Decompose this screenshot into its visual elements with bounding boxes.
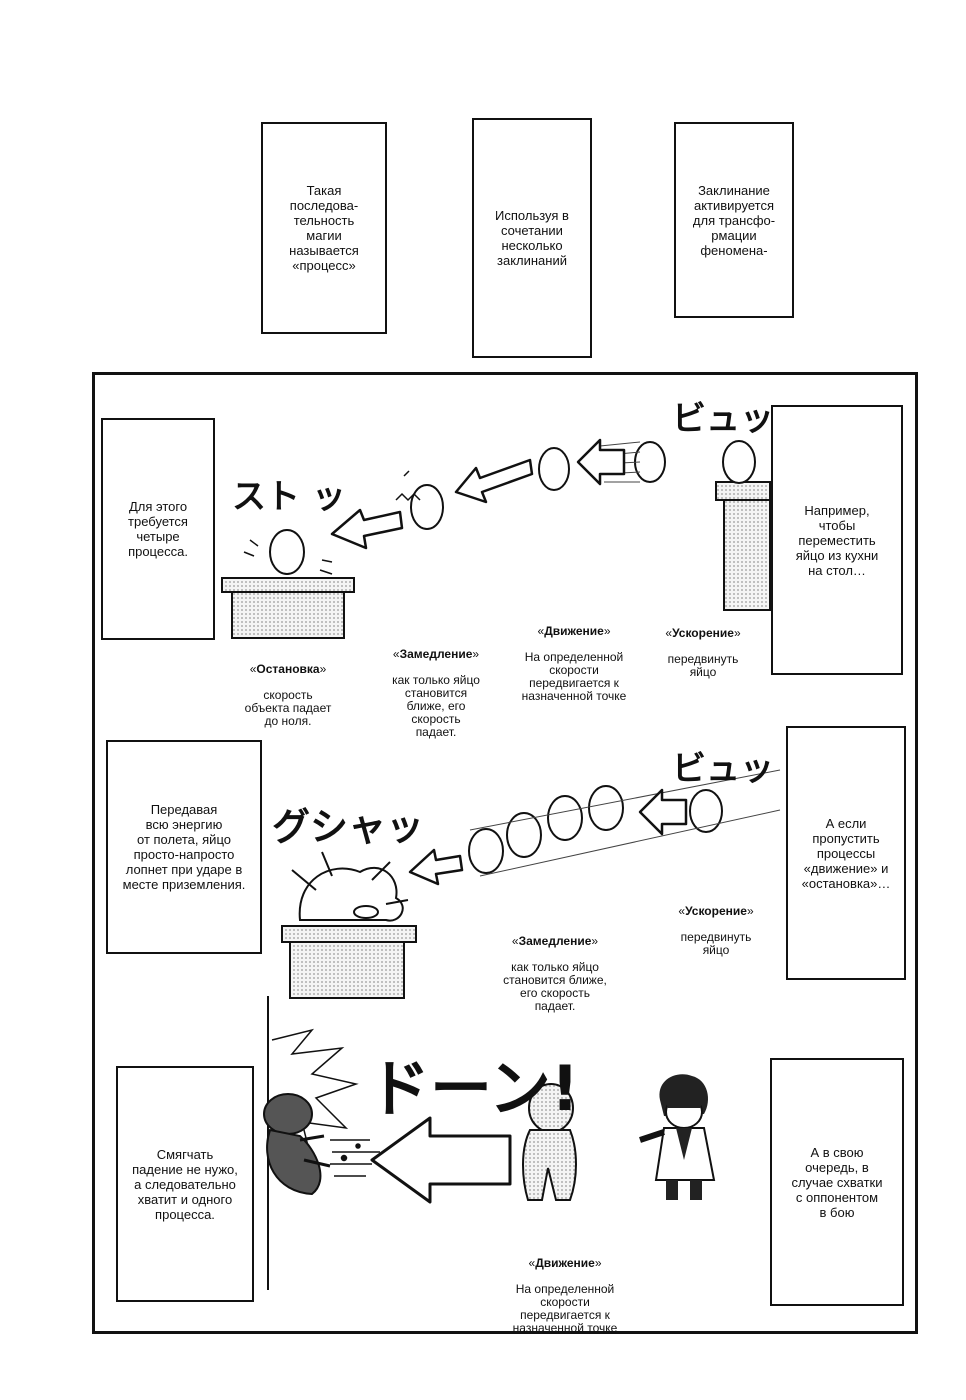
row2-caption-accel: «Ускорение» передвинуть яйцо — [678, 904, 754, 957]
row1-accel-desc: передвинуть яйцо — [667, 652, 739, 679]
row1-sfx-right: ビュッ — [672, 399, 774, 439]
row2-pillar — [281, 925, 417, 999]
row2-accel-label: Ускорение — [685, 904, 747, 918]
row1-left-pillar — [221, 577, 355, 639]
row1-caption-move: «Движение» На определенной скорости пере… — [521, 624, 627, 703]
row1-right-pillar — [715, 481, 771, 611]
row3-caption-move: «Движение» На определенной скорости пере… — [512, 1256, 618, 1335]
row1-arrows — [330, 438, 626, 550]
row1-right-box: Например, чтобы переместить яйцо из кухн… — [771, 405, 903, 675]
row1-stop-desc: скорость объекта падает до ноля. — [244, 688, 332, 728]
row2-sfx-left: グシャッ — [272, 805, 424, 849]
row2-left-box-text: Передавая всю энергию от полета, яйцо пр… — [122, 802, 246, 892]
row1-slow-label: Замедление — [399, 647, 473, 661]
row1-caption-slow: «Замедление» как только яйцо становится … — [392, 647, 480, 739]
row3-arrow — [370, 1116, 512, 1204]
row3-left-box-text: Смягчать падение не нужо, а следовательн… — [132, 1146, 238, 1222]
row3-impact-burst — [271, 1028, 359, 1164]
row1-eggs — [269, 440, 756, 575]
row2-slow-label: Замедление — [518, 934, 592, 948]
top-caption-text-2: Используя в сочетании несколько заклинан… — [495, 208, 569, 268]
row2-broken-egg — [291, 851, 409, 922]
row2-accel-desc: передвинуть яйцо — [680, 930, 752, 957]
row3-move-desc: На определенной скорости передвигается к… — [512, 1282, 618, 1335]
row1-wobble-marks — [243, 470, 421, 575]
top-caption-box-1: Такая последова- тельность магии называе… — [261, 122, 387, 334]
row3-sfx: ドーン! — [368, 1052, 579, 1125]
top-caption-box-3: Заклинание активируется для трансфо- рма… — [674, 122, 794, 318]
row1-left-box: Для этого требуется четыре процесса. — [101, 418, 215, 640]
row2-caption-slow: «Замедление» как только яйцо становится … — [503, 934, 607, 1013]
top-caption-text-3: Заклинание активируется для трансфо- рма… — [692, 182, 776, 258]
row1-sfx-left: スト ッ — [232, 477, 346, 517]
row1-caption-accel: «Ускорение» передвинуть яйцо — [665, 626, 741, 679]
row2-slow-desc: как только яйцо становится ближе, его ск… — [503, 960, 607, 1013]
row1-caption-stop: «Остановка» скорость объекта падает до н… — [244, 662, 332, 728]
row3-move-label: Движение — [535, 1256, 595, 1270]
row1-stop-label: Остановка — [256, 662, 320, 676]
row3-right-box-text: А в свою очередь, в случае схватки с опп… — [791, 1144, 883, 1220]
row1-move-label: Движение — [544, 624, 604, 638]
row2-left-box: Передавая всю энергию от полета, яйцо пр… — [106, 740, 262, 954]
top-caption-box-2: Используя в сочетании несколько заклинан… — [472, 118, 592, 358]
row1-left-box-text: Для этого требуется четыре процесса. — [128, 499, 188, 559]
row3-caster-character — [639, 1074, 716, 1200]
row1-accel-label: Ускорение — [672, 626, 734, 640]
top-caption-text-1: Такая последова- тельность магии называе… — [289, 183, 359, 273]
row1-slow-desc: как только яйцо становится ближе, его ск… — [392, 673, 480, 739]
row3-slammed-figure — [263, 1093, 331, 1196]
row2-arrows — [408, 788, 688, 886]
row2-right-box: А если пропустить процессы «движение» и … — [786, 726, 906, 980]
row3-left-box: Смягчать падение не нужо, а следовательн… — [116, 1066, 254, 1302]
row3-right-box: А в свою очередь, в случае схватки с опп… — [770, 1058, 904, 1306]
row2-sfx-right: ビュッ — [672, 749, 774, 789]
row3-motion-lines — [330, 1139, 380, 1177]
row1-right-box-text: Например, чтобы переместить яйцо из кухн… — [795, 502, 879, 578]
row3-opponent-silhouette — [522, 1083, 577, 1201]
row1-move-desc: На определенной скорости передвигается к… — [521, 650, 627, 703]
row2-right-box-text: А если пропустить процессы «движение» и … — [801, 815, 891, 891]
row2-eggs — [468, 785, 723, 874]
main-panel-frame — [92, 372, 918, 1334]
row2-speed-lines — [469, 769, 781, 877]
